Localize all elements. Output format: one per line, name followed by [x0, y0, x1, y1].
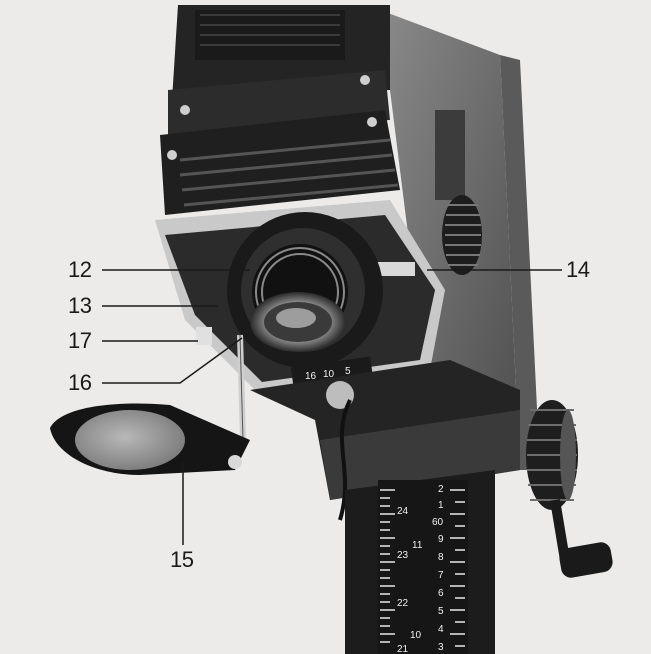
crank-knob [526, 400, 613, 578]
column-tick-right-3: 3 [438, 642, 444, 653]
scale-10: 10 [323, 369, 335, 380]
callout-13: 13 [68, 293, 92, 318]
column-tick-right-4: 4 [438, 624, 444, 635]
lens [227, 212, 383, 368]
callout-17: 17 [68, 328, 92, 353]
scale-5: 5 [345, 366, 351, 377]
column-tick-left-24: 24 [397, 506, 409, 517]
column: 24 23 22 21 11 10 2 1 60 9 8 7 6 5 4 3 [345, 470, 495, 654]
column-tick-right-5: 5 [438, 606, 444, 617]
column-tick-right-7: 7 [438, 570, 444, 581]
column-mark-10: 10 [410, 630, 422, 641]
column-tick-right-8: 8 [438, 552, 444, 563]
lamp-house [168, 5, 390, 135]
column-tick-right-60: 60 [432, 517, 444, 528]
leader-lines [102, 269, 562, 545]
column-tick-right-2: 2 [438, 484, 444, 495]
focus-knob-upper [442, 195, 482, 275]
column-tick-right-1: 1 [438, 500, 444, 511]
callout-16: 16 [68, 370, 92, 395]
column-tick-right-9: 9 [438, 534, 444, 545]
column-tick-left-21: 21 [397, 644, 409, 654]
callout-12: 12 [68, 257, 92, 282]
scale-16: 16 [305, 371, 317, 382]
column-tick-left-22: 22 [397, 598, 409, 609]
column-tick-left-23: 23 [397, 550, 409, 561]
column-tick-right-6: 6 [438, 588, 444, 599]
bellows [160, 110, 400, 215]
knob-17 [196, 327, 212, 345]
leader-16 [102, 337, 243, 384]
callout-14: 14 [566, 257, 590, 282]
column-mark-11: 11 [412, 540, 423, 551]
callout-15: 15 [170, 547, 194, 572]
filter-arm [50, 334, 250, 475]
